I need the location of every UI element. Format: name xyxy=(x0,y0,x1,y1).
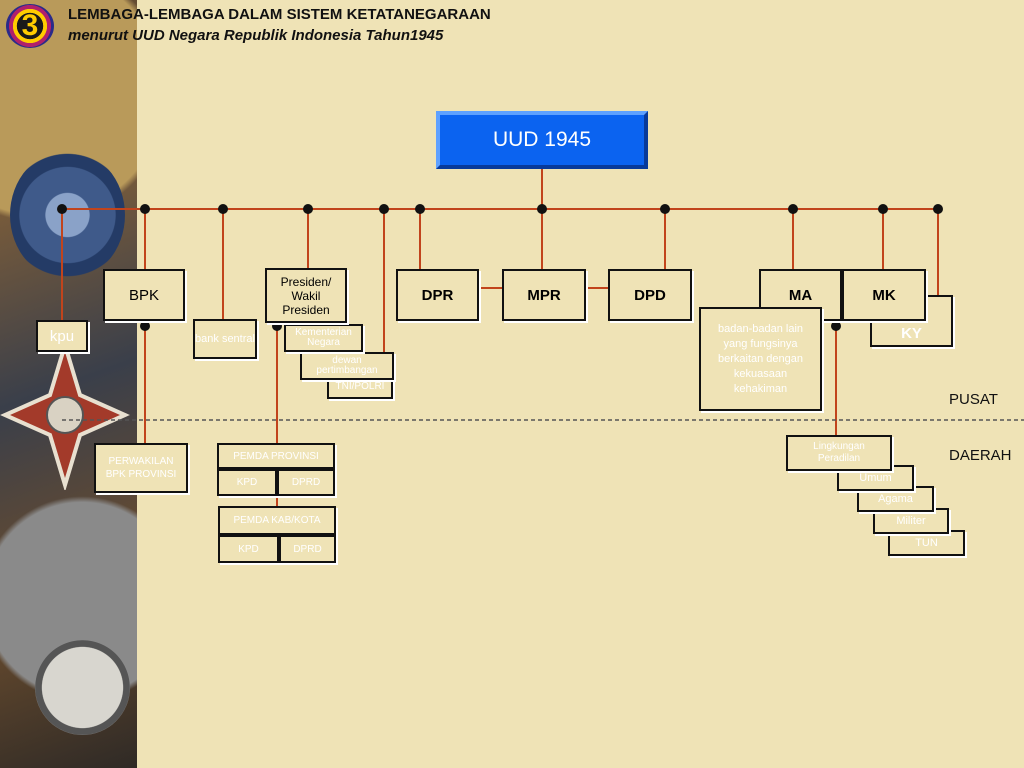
pusat-label: PUSAT xyxy=(949,391,998,408)
slide-number-logo: 3 xyxy=(6,4,54,48)
dpd-node: DPD xyxy=(608,269,692,321)
dpr-node: DPR xyxy=(396,269,479,321)
bpk-node: BPK xyxy=(103,269,185,321)
dewan-pertimbangan-node: dewan pertimbangan xyxy=(300,352,394,380)
mk-node: MK xyxy=(842,269,926,321)
kpd-provinsi-node: KPD xyxy=(217,469,277,496)
kpd-kab-node: KPD xyxy=(218,535,279,563)
badan-lain-node: badan-badan lain yang fungsinya berkaita… xyxy=(699,307,822,411)
lingkungan-peradilan-node: Lingkungan Peradilan xyxy=(786,435,892,471)
ribbon-medal-image xyxy=(10,150,125,280)
bank-sentral-node: bank sentral xyxy=(193,319,257,359)
mpr-node: MPR xyxy=(502,269,586,321)
presiden-node: Presiden/ Wakil Presiden xyxy=(265,268,347,323)
daerah-label: DAERAH xyxy=(949,447,1012,464)
perwakilan-bpk-node: PERWAKILAN BPK PROVINSI xyxy=(94,443,188,493)
cross-medal-image xyxy=(0,340,130,490)
slide-title: LEMBAGA-LEMBAGA DALAM SISTEM KETATANEGAR… xyxy=(68,6,491,23)
slide-subtitle: menurut UUD Negara Republik Indonesia Ta… xyxy=(68,27,444,44)
pemda-provinsi-node: PEMDA PROVINSI xyxy=(217,443,335,469)
uud-1945-node: UUD 1945 xyxy=(436,111,648,169)
decorative-side-image xyxy=(0,0,137,768)
compass-image xyxy=(35,640,130,735)
pemda-kab-kota-node: PEMDA KAB/KOTA xyxy=(218,506,336,535)
kpu-node: kpu xyxy=(36,320,88,352)
dprd-provinsi-node: DPRD xyxy=(277,469,335,496)
kementerian-negara-node: Kementerian Negara xyxy=(284,324,363,352)
dprd-kab-node: DPRD xyxy=(279,535,336,563)
